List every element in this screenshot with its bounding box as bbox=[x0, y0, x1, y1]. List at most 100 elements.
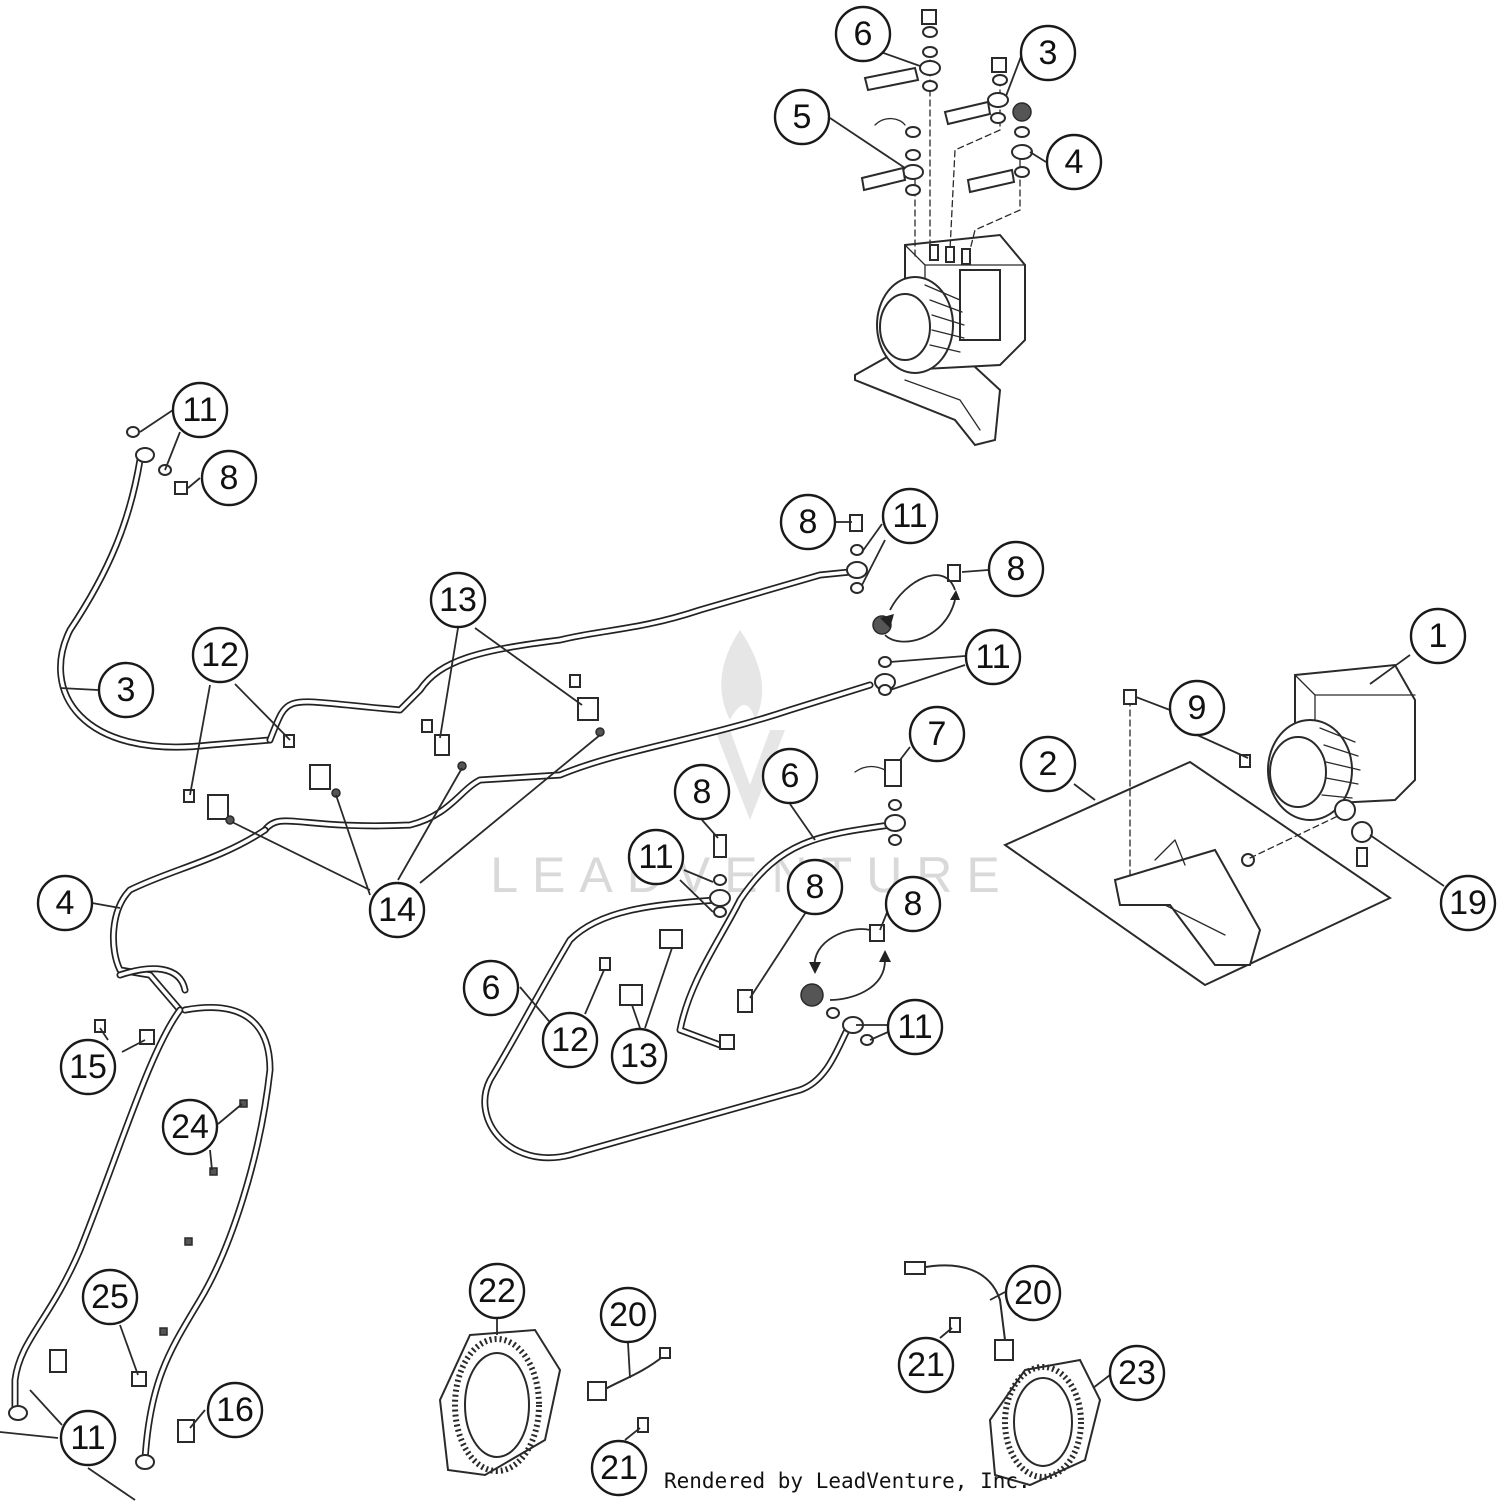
washer-icon bbox=[922, 80, 938, 92]
callout-8: 8 bbox=[786, 858, 844, 916]
callout-1: 1 bbox=[1409, 607, 1467, 665]
banjo-bolt-icon bbox=[737, 989, 753, 1013]
leader bbox=[856, 1024, 889, 1041]
leader bbox=[789, 803, 816, 841]
callout-22: 24 bbox=[161, 1098, 219, 1156]
washer-icon bbox=[905, 184, 921, 196]
banjo-eye-icon bbox=[902, 164, 924, 180]
watermark: LEADVENTURE bbox=[490, 630, 1000, 903]
svg-text:8: 8 bbox=[904, 885, 923, 923]
arrow-head-icon bbox=[879, 950, 891, 962]
washer-icon bbox=[126, 426, 140, 438]
speed-sensor-icon bbox=[994, 1339, 1014, 1361]
leader bbox=[99, 1027, 146, 1053]
sleeve-icon bbox=[1356, 847, 1368, 867]
connector-icon bbox=[904, 1261, 926, 1275]
sensor-ring-23 bbox=[438, 1328, 562, 1477]
clip-icon bbox=[239, 1099, 248, 1108]
leader bbox=[961, 569, 989, 573]
leader bbox=[1092, 1374, 1111, 1389]
callout-16: 16 bbox=[206, 1381, 264, 1439]
leader bbox=[989, 1291, 1006, 1301]
svg-text:13: 13 bbox=[439, 581, 477, 619]
callout-12: 12 bbox=[541, 1011, 599, 1069]
banjo-bolt-icon bbox=[991, 57, 1007, 73]
abs-top-fittings bbox=[860, 9, 1033, 196]
washer-icon bbox=[850, 544, 864, 556]
abs-motor-right-fins bbox=[1319, 727, 1361, 799]
svg-text:6: 6 bbox=[854, 15, 873, 53]
banjo-eye-icon bbox=[709, 889, 731, 907]
callout-9: 9 bbox=[1168, 679, 1226, 737]
leader bbox=[624, 1427, 641, 1441]
callout-6: 6 bbox=[834, 5, 892, 63]
callout-11: 11 bbox=[881, 487, 939, 545]
callout-20: 20 bbox=[1004, 1264, 1062, 1322]
sensor-ring-24-teeth bbox=[1002, 1364, 1084, 1480]
washer-icon bbox=[878, 684, 892, 696]
abs-motor-right-cap bbox=[1269, 736, 1327, 808]
leader bbox=[209, 1103, 243, 1171]
leader bbox=[627, 1342, 631, 1379]
svg-text:11: 11 bbox=[70, 1419, 105, 1457]
leader bbox=[939, 1327, 953, 1339]
callout-11: 11 bbox=[627, 828, 685, 886]
callout-11: 11 bbox=[964, 628, 1022, 686]
callout-20: 20 bbox=[599, 1286, 657, 1344]
hose-stub-3 bbox=[943, 100, 992, 126]
svg-text:8: 8 bbox=[806, 868, 825, 906]
sensor-ring-24 bbox=[988, 1358, 1102, 1487]
leader-lines bbox=[0, 35, 1445, 1501]
leader bbox=[1369, 834, 1445, 887]
svg-text:11: 11 bbox=[182, 391, 217, 429]
washer-icon bbox=[992, 74, 1008, 86]
callout-3: 3 bbox=[1019, 24, 1077, 82]
screw-icon bbox=[569, 674, 581, 688]
leader bbox=[189, 683, 291, 796]
callout-21: 21 bbox=[897, 1336, 955, 1394]
svg-text:12: 12 bbox=[551, 1021, 589, 1059]
svg-text:23: 23 bbox=[1118, 1354, 1156, 1392]
grommet-icon bbox=[1334, 799, 1356, 821]
clip-icon bbox=[184, 1237, 193, 1246]
callout-23: 22 bbox=[468, 1262, 526, 1320]
washer-icon bbox=[922, 26, 938, 38]
credit-text: Rendered by LeadVenture, Inc. bbox=[664, 1469, 1031, 1493]
washer-icon bbox=[905, 126, 921, 138]
callout-13: 13 bbox=[429, 571, 487, 629]
arrow-head-icon bbox=[950, 590, 960, 600]
sensor-ring-23-bore bbox=[464, 1352, 530, 1458]
svg-text:22: 22 bbox=[478, 1272, 516, 1310]
svg-text:6: 6 bbox=[482, 969, 501, 1007]
banjo-eye-icon bbox=[846, 561, 868, 579]
banjo-bolt-icon bbox=[713, 834, 727, 858]
callout-5: 6 bbox=[761, 747, 819, 805]
washer-icon bbox=[990, 112, 1006, 124]
callout-2: 2 bbox=[1019, 735, 1077, 793]
svg-text:4: 4 bbox=[1065, 143, 1084, 181]
leader bbox=[231, 734, 601, 896]
bolt-9-icon bbox=[1123, 689, 1137, 705]
clamp-icon bbox=[577, 697, 599, 721]
callout-3: 3 bbox=[97, 661, 155, 719]
screw-icon bbox=[599, 957, 611, 971]
abs-motor-top-cap bbox=[879, 293, 931, 361]
leader bbox=[1073, 783, 1096, 801]
connector-icon bbox=[659, 1347, 671, 1359]
abs-port-2 bbox=[945, 246, 955, 263]
bolt-9b-icon bbox=[1239, 754, 1251, 768]
leader bbox=[1369, 654, 1411, 685]
banjo-bolt-icon bbox=[849, 514, 863, 532]
rotation-arrow bbox=[889, 574, 956, 611]
washer-icon bbox=[1014, 126, 1030, 138]
leader bbox=[701, 819, 719, 839]
banjo-bolt-icon bbox=[947, 564, 961, 582]
leader bbox=[139, 409, 181, 471]
svg-text:8: 8 bbox=[1007, 550, 1026, 588]
rotation-arrow bbox=[884, 599, 956, 643]
washer-icon bbox=[888, 799, 902, 811]
banjo-eye-icon bbox=[1011, 144, 1033, 160]
svg-text:11: 11 bbox=[892, 497, 927, 535]
leader bbox=[91, 902, 121, 909]
leader bbox=[439, 627, 583, 739]
